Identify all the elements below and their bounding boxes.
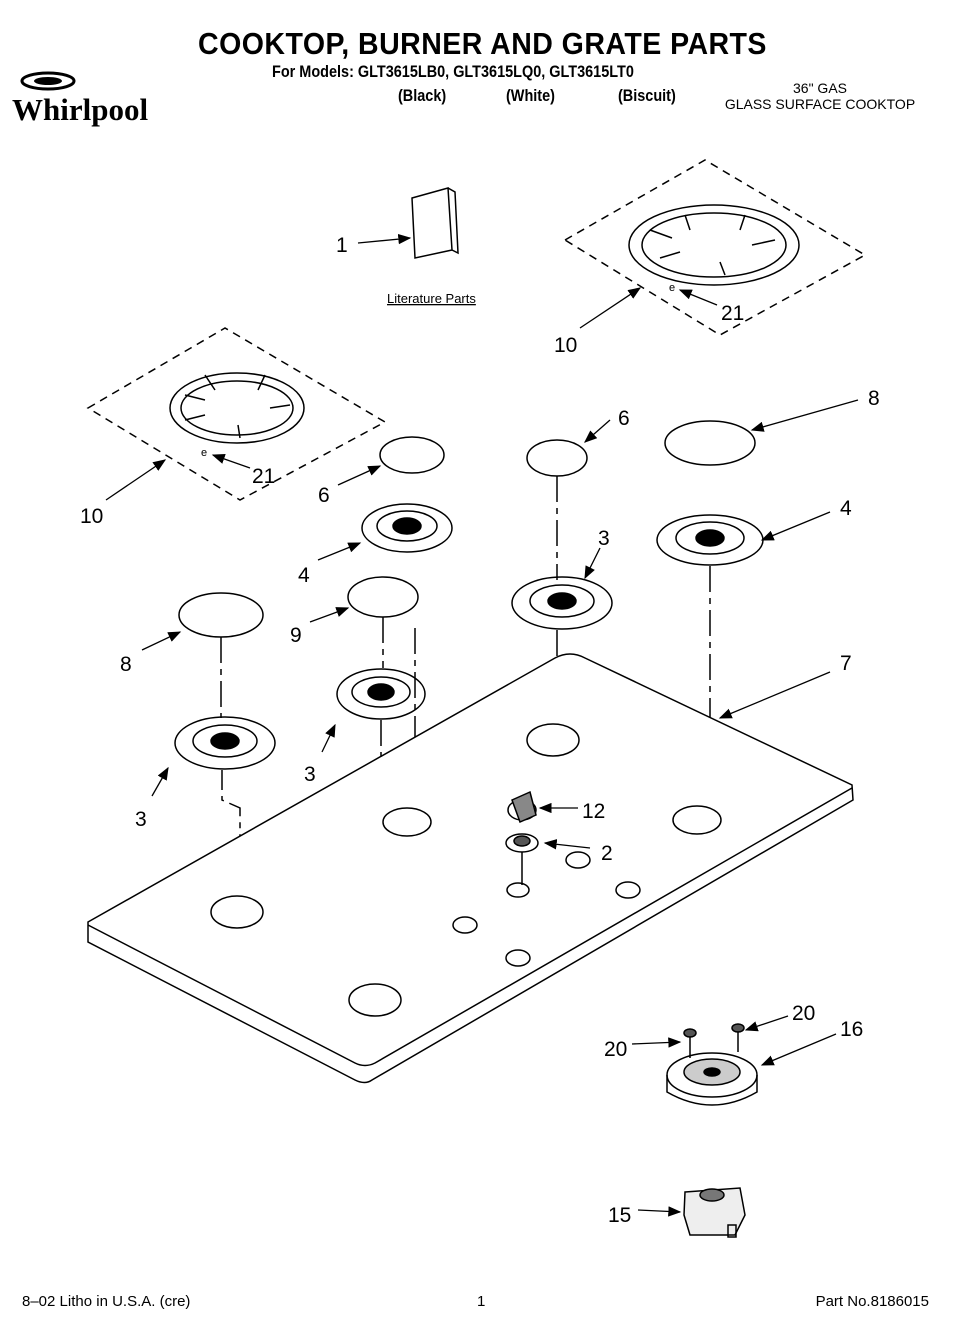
color-black: (Black) [398,86,447,105]
control-knob [507,790,537,824]
literature-booklet [411,187,459,259]
callout: 10 [554,334,577,357]
callout: 12 [582,800,605,823]
burner-cap-large [178,592,264,638]
callout: 21 [721,302,744,325]
seal-mark: e [201,447,207,459]
burner-base [511,576,613,630]
callout: 8 [120,653,132,676]
glass-cooktop [87,653,854,1084]
burner-base [336,668,426,720]
grate-left [86,327,387,501]
literature-parts-label: Literature Parts [387,291,476,306]
burner-cap-large [664,420,756,466]
callout: 8 [868,387,880,410]
whirlpool-logo: Whirlpool [12,70,148,128]
callout: 6 [618,407,630,430]
callout: 21 [252,465,275,488]
callout: 10 [80,505,103,528]
color-biscuit: (Biscuit) [618,86,676,105]
part-number: Part No.8186015 [815,1293,929,1310]
callout: 6 [318,484,330,507]
callout: 3 [304,763,316,786]
callouts: 1 21 10 21 10 6 6 8 4 4 3 9 8 7 3 3 12 2… [80,234,880,1227]
knob-bezel [505,833,539,853]
screw [683,1028,697,1058]
product-type: 36" GAS [793,80,847,96]
callout: 3 [598,527,610,550]
callout: 20 [792,1002,815,1025]
callout: 15 [608,1204,631,1227]
callout: 9 [290,624,302,647]
callout: 3 [135,808,147,831]
page-number: 1 [477,1293,486,1310]
callout: 20 [604,1038,627,1061]
callout: 4 [840,497,852,520]
page-title: COOKTOP, BURNER AND GRATE PARTS [198,26,767,61]
models-line: For Models: GLT3615LB0, GLT3615LQ0, GLT3… [272,62,634,81]
burner-cap-small [379,436,445,474]
burner-assembly [666,1052,758,1106]
logo-text: Whirlpool [12,92,149,127]
seal-mark: e [669,282,675,294]
burner-base [174,716,276,770]
callout: 2 [601,842,613,865]
callout: 7 [840,652,852,675]
litho-info: 8–02 Litho in U.S.A. (cre) [22,1293,191,1310]
grate-right [563,159,867,336]
burner-cap-simmer [347,576,419,618]
screw [731,1023,745,1052]
burner-base [361,503,453,553]
swirl-icon [20,71,76,91]
callout: 4 [298,564,310,587]
burner-base [656,514,764,566]
color-white: (White) [506,86,555,105]
product-desc: GLASS SURFACE COOKTOP [724,96,916,112]
spark-module [683,1187,746,1238]
callout: 1 [336,234,348,257]
burner-cap-small [526,439,588,477]
callout: 16 [840,1018,863,1041]
